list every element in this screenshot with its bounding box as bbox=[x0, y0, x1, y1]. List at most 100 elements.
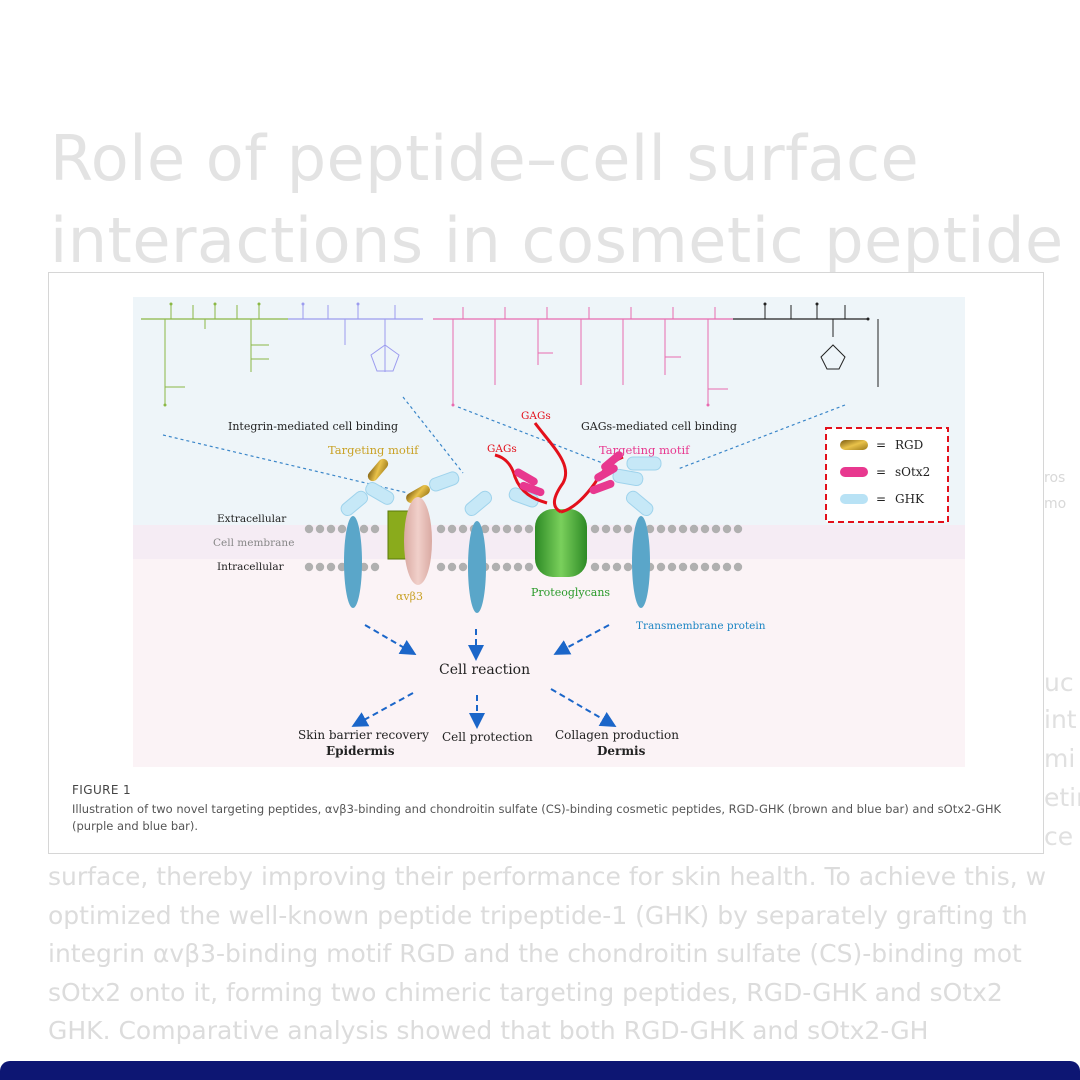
lipid-head bbox=[601, 562, 611, 572]
svg-text:=: = bbox=[876, 492, 886, 506]
body-line: surface, thereby improving their perform… bbox=[48, 862, 1047, 891]
body-line: integrin αvβ3-binding motif RGD and the … bbox=[48, 939, 1022, 968]
lipid-head bbox=[502, 562, 512, 572]
bottom-bar bbox=[0, 1061, 1080, 1080]
title-line-2: interactions in cosmetic peptide bbox=[50, 204, 1064, 277]
projection-lines bbox=[162, 396, 846, 494]
right-fragment-1: uc bbox=[1044, 668, 1074, 697]
lipid-head bbox=[700, 524, 710, 534]
legend-swatch-rgd bbox=[840, 440, 868, 450]
figure-diagram: Integrin-mediated cell binding GAGs-medi… bbox=[133, 297, 965, 767]
figure-label: FIGURE 1 bbox=[72, 783, 132, 797]
lipid-head bbox=[601, 524, 611, 534]
lipid-head bbox=[447, 562, 457, 572]
lipid-head bbox=[447, 524, 457, 534]
legend-swatch-ghk bbox=[840, 494, 868, 504]
gags-top-label: GAGs bbox=[521, 410, 551, 422]
legend-label-ghk: GHK bbox=[895, 492, 925, 506]
lipid-head bbox=[667, 562, 677, 572]
lipid-head bbox=[480, 524, 490, 534]
cell-membrane-label: Cell membrane bbox=[213, 537, 294, 549]
lipid-head bbox=[623, 524, 633, 534]
title-line-1: Role of peptide–cell surface bbox=[50, 122, 920, 195]
lipid-head bbox=[513, 524, 523, 534]
lipid-head bbox=[656, 524, 666, 534]
lipid-head bbox=[590, 562, 600, 572]
body-line: GHK. Comparative analysis showed that bo… bbox=[48, 1016, 929, 1045]
gags-binding-label: GAGs-mediated cell binding bbox=[581, 420, 737, 433]
cell-protection-label: Cell protection bbox=[442, 730, 533, 744]
gags-left-label: GAGs bbox=[487, 443, 517, 455]
transmembrane-protein-left bbox=[344, 516, 362, 608]
lipid-head bbox=[337, 524, 347, 534]
lipid-head bbox=[458, 524, 468, 534]
legend: = RGD = sOtx2 = GHK bbox=[825, 427, 949, 523]
lipid-head bbox=[304, 524, 314, 534]
lipid-head bbox=[502, 524, 512, 534]
lipid-head bbox=[733, 562, 743, 572]
transmembrane-protein-right bbox=[632, 516, 650, 608]
article-body: surface, thereby improving their perform… bbox=[48, 858, 1080, 1051]
rgd-bars bbox=[367, 458, 430, 503]
lipid-head bbox=[326, 562, 336, 572]
right-fragment-small-2: mo bbox=[1044, 496, 1067, 512]
integrin-beta-subunit bbox=[404, 497, 432, 585]
avb3-label: αvβ3 bbox=[396, 590, 423, 603]
figure-caption: Illustration of two novel targeting pept… bbox=[72, 802, 1002, 833]
lipid-head bbox=[722, 562, 732, 572]
lipid-head bbox=[359, 524, 369, 534]
legend-swatch-sotx2 bbox=[840, 467, 868, 477]
svg-text:=: = bbox=[876, 465, 886, 479]
lipid-head bbox=[524, 524, 534, 534]
right-fragment-5: ce bbox=[1044, 822, 1074, 851]
right-fragment-4: etin bbox=[1044, 783, 1080, 812]
legend-label-sotx2: sOtx2 bbox=[895, 465, 930, 479]
dermis-label: Dermis bbox=[597, 744, 646, 758]
lipid-head bbox=[315, 562, 325, 572]
lipid-head bbox=[722, 524, 732, 534]
lipid-head bbox=[623, 562, 633, 572]
intracellular-region bbox=[133, 559, 965, 767]
figure-card: Integrin-mediated cell binding GAGs-medi… bbox=[48, 272, 1044, 854]
lipid-head bbox=[612, 562, 622, 572]
lipid-head bbox=[689, 524, 699, 534]
skin-barrier-label: Skin barrier recovery bbox=[298, 728, 429, 742]
cell-reaction-label: Cell reaction bbox=[439, 662, 530, 678]
proteoglycans-label: Proteoglycans bbox=[531, 586, 610, 599]
body-line: optimized the well-known peptide tripept… bbox=[48, 900, 1028, 930]
right-fragment-small-1: ros bbox=[1044, 470, 1066, 486]
lipid-head bbox=[491, 524, 501, 534]
intracellular-label: Intracellular bbox=[217, 561, 285, 573]
lipid-head bbox=[590, 524, 600, 534]
legend-label-rgd: RGD bbox=[895, 438, 923, 452]
lipid-head bbox=[436, 562, 446, 572]
targeting-motif-left-label: Targeting motif bbox=[328, 443, 419, 457]
sotx2-bars bbox=[514, 451, 623, 497]
lipid-head bbox=[689, 562, 699, 572]
lipid-head bbox=[711, 562, 721, 572]
lipid-head bbox=[645, 524, 655, 534]
lipid-head bbox=[700, 562, 710, 572]
article-title: Role of peptide–cell surface interaction… bbox=[50, 118, 1080, 282]
lipid-head bbox=[678, 562, 688, 572]
integrin-binding-label: Integrin-mediated cell binding bbox=[228, 420, 398, 433]
transmembrane-protein-middle bbox=[468, 521, 486, 613]
lipid-head bbox=[315, 524, 325, 534]
svg-text:=: = bbox=[876, 438, 886, 452]
lipid-head bbox=[458, 562, 468, 572]
lipid-head bbox=[370, 524, 380, 534]
ghk-bars bbox=[340, 456, 662, 517]
lipid-head bbox=[667, 524, 677, 534]
lipid-head bbox=[326, 524, 336, 534]
proteoglycan-shape bbox=[535, 509, 587, 577]
extracellular-label: Extracellular bbox=[217, 513, 287, 525]
lipid-head bbox=[678, 524, 688, 534]
lipid-head bbox=[491, 562, 501, 572]
lipid-head bbox=[656, 562, 666, 572]
lipid-head bbox=[711, 524, 721, 534]
collagen-production-label: Collagen production bbox=[555, 728, 679, 742]
targeting-motif-right-label: Targeting motif bbox=[599, 443, 690, 457]
epidermis-label: Epidermis bbox=[326, 744, 395, 758]
lipid-head bbox=[524, 562, 534, 572]
lipid-head bbox=[513, 562, 523, 572]
